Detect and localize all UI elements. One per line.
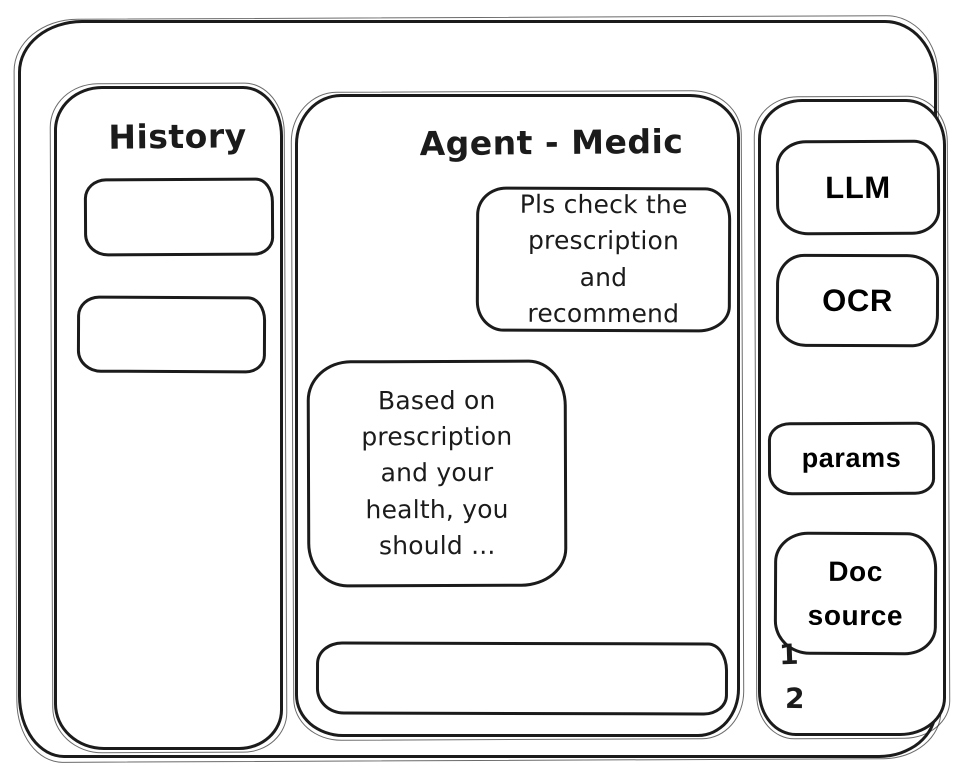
llm-button[interactable]: LLM	[775, 139, 941, 236]
history-item[interactable]	[83, 177, 275, 257]
chat-panel: Agent - Medic Pls check the prescription…	[295, 94, 740, 737]
chat-title: Agent - Medic	[419, 121, 684, 164]
history-panel-title: History	[108, 116, 247, 157]
doc-source-button[interactable]: Doc source	[773, 531, 938, 656]
history-item[interactable]	[76, 295, 267, 374]
doc-source-item[interactable]: 2	[784, 681, 805, 716]
message-input[interactable]	[315, 641, 729, 716]
history-panel: History	[54, 86, 283, 750]
message-bubble-assistant: Based on prescription and your health, y…	[306, 359, 568, 588]
ocr-button[interactable]: OCR	[775, 253, 940, 348]
tools-panel: LLM OCR params Doc source 1 2	[758, 99, 946, 736]
message-bubble-user: Pls check the prescription and recommend	[475, 186, 732, 333]
doc-source-item[interactable]: 1	[778, 637, 800, 672]
params-button[interactable]: params	[767, 421, 936, 496]
app-frame: History Agent - Medic Pls check the pres…	[18, 20, 946, 758]
